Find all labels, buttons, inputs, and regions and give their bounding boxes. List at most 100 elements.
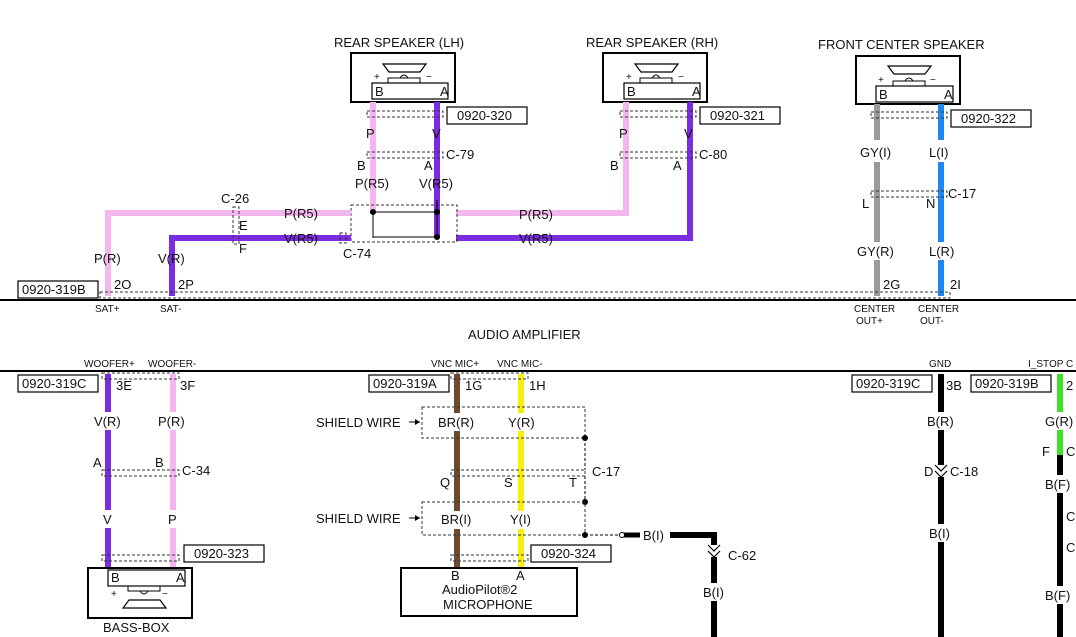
joint-c80	[619, 151, 697, 159]
svg-text:V(R5): V(R5)	[419, 176, 453, 191]
svg-text:AudioPilot®2: AudioPilot®2	[442, 582, 517, 597]
svg-text:P(R): P(R)	[94, 251, 121, 266]
svg-text:2: 2	[1066, 378, 1073, 393]
connector-0920-320-label: 0920-320	[457, 108, 512, 123]
svg-text:B(R): B(R)	[927, 414, 954, 429]
svg-text:V(R5): V(R5)	[284, 231, 318, 246]
wire-pr5-left	[105, 210, 351, 296]
joint-c80-label: C-80	[699, 147, 727, 162]
front-center-speaker-title: FRONT CENTER SPEAKER	[818, 37, 985, 52]
speaker-cone-icon	[381, 63, 428, 73]
bass-box-label: BASS-BOX	[103, 620, 170, 635]
bass-box: B A + −	[87, 567, 193, 619]
svg-text:L: L	[862, 196, 869, 211]
svg-text:C: C	[1066, 444, 1075, 459]
svg-text:−: −	[678, 72, 684, 83]
joint-c18-label: C-18	[950, 464, 978, 479]
svg-text:L(R): L(R)	[929, 244, 954, 259]
joint-c79-label: C-79	[446, 147, 474, 162]
svg-text:3E: 3E	[116, 378, 132, 393]
connector-0920-319a	[368, 374, 450, 393]
joint-c17-bottom-label: C-17	[592, 464, 620, 479]
joint-c74-label: C-74	[343, 246, 371, 261]
joint-c34-label: C-34	[182, 463, 210, 478]
connector-0920-322	[950, 109, 1032, 128]
svg-text:0920-319B: 0920-319B	[975, 376, 1039, 391]
joint-c74	[339, 232, 347, 244]
svg-text:B: B	[610, 158, 619, 173]
joint-c26	[232, 206, 240, 245]
svg-text:+: +	[374, 72, 380, 83]
svg-text:A: A	[424, 158, 433, 173]
svg-text:VNC MIC-: VNC MIC-	[497, 359, 543, 370]
svg-text:C: C	[1066, 540, 1075, 555]
connector-0920-324	[530, 544, 612, 563]
connector-0920-319c	[17, 374, 99, 393]
svg-text:S: S	[504, 475, 513, 490]
wire-black-mic	[670, 532, 717, 637]
rear-speaker-rh-title: REAR SPEAKER (RH)	[586, 35, 718, 50]
connector-0920-321	[699, 106, 781, 125]
svg-text:A: A	[440, 84, 449, 99]
connector-0920-319a-label: 0920-319A	[373, 376, 437, 391]
svg-text:Y(I): Y(I)	[510, 512, 531, 527]
svg-text:OUT+: OUT+	[856, 316, 883, 327]
svg-text:BR(I): BR(I)	[441, 512, 471, 527]
front-center-speaker: B A + −	[855, 55, 961, 105]
svg-text:P(R5): P(R5)	[284, 206, 318, 221]
speaker-cone-icon	[633, 63, 680, 73]
wire-rh-violet	[456, 102, 693, 241]
svg-text:3F: 3F	[180, 378, 195, 393]
shield-wire-label-1: SHIELD WIRE	[316, 415, 401, 430]
shield-box-2	[421, 501, 586, 536]
svg-text:G(R): G(R)	[1045, 414, 1073, 429]
svg-text:WOOFER+: WOOFER+	[84, 359, 135, 370]
svg-text:A: A	[692, 84, 701, 99]
svg-text:BR(R): BR(R)	[438, 415, 474, 430]
svg-text:F: F	[1042, 444, 1050, 459]
svg-text:B(I): B(I)	[643, 528, 664, 543]
svg-text:E: E	[239, 218, 248, 233]
svg-text:F: F	[239, 241, 247, 256]
svg-text:SAT-: SAT-	[160, 304, 181, 315]
joint-c17-bottom	[450, 469, 586, 477]
svg-text:3B: 3B	[946, 378, 962, 393]
svg-text:GY(R): GY(R)	[857, 244, 894, 259]
svg-text:V: V	[684, 126, 693, 141]
svg-text:1G: 1G	[465, 378, 482, 393]
svg-text:B: B	[111, 570, 120, 585]
wire-vr5-left	[169, 235, 351, 296]
joint-c34	[101, 469, 180, 477]
joint-c26-label: C-26	[221, 191, 249, 206]
svg-text:Y(R): Y(R)	[508, 415, 535, 430]
svg-text:SAT+: SAT+	[95, 304, 120, 315]
svg-text:CENTER: CENTER	[918, 304, 959, 315]
svg-text:P(R5): P(R5)	[355, 176, 389, 191]
svg-text:N: N	[926, 196, 935, 211]
joint-c17-top-label: C-17	[948, 186, 976, 201]
svg-text:D: D	[924, 464, 933, 479]
svg-text:T: T	[569, 475, 577, 490]
svg-text:2I: 2I	[950, 277, 961, 292]
connector-0920-323	[183, 544, 265, 563]
svg-text:V: V	[432, 126, 441, 141]
svg-text:P(R): P(R)	[158, 414, 185, 429]
svg-text:B: B	[879, 87, 888, 102]
connector-0920-319b-label: 0920-319B	[22, 282, 86, 297]
svg-text:+: +	[626, 72, 632, 83]
svg-text:V(R): V(R)	[158, 251, 185, 266]
svg-text:CENTER: CENTER	[854, 304, 895, 315]
speaker-cone-icon	[121, 599, 168, 609]
svg-text:−: −	[162, 589, 168, 600]
audiopilot-microphone: B A AudioPilot®2 MICROPHONE	[400, 567, 578, 617]
svg-text:Q: Q	[440, 475, 450, 490]
svg-text:VNC MIC+: VNC MIC+	[431, 359, 479, 370]
connector-0920-319b	[17, 280, 99, 299]
connector-0920-324-label: 0920-324	[541, 546, 596, 561]
svg-text:C: C	[1066, 509, 1075, 524]
svg-text:−: −	[426, 72, 432, 83]
svg-text:P(R5): P(R5)	[519, 207, 553, 222]
connector-0920-319c-right	[851, 374, 933, 393]
svg-text:B: B	[627, 84, 636, 99]
